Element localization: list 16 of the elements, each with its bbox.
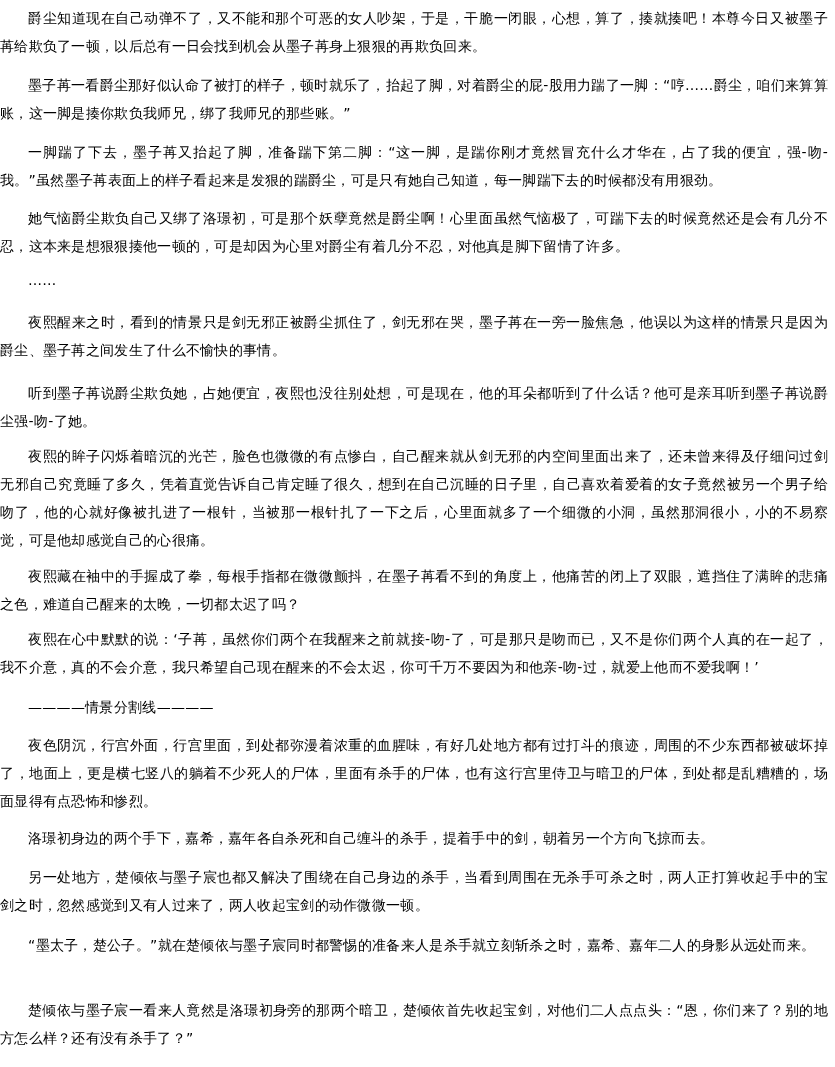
paragraph: 另一处地方，楚倾依与墨子宸也都又解决了围绕在自己身边的杀手，当看到周围在无杀手可杀之时，两人正打算收起手中的宝剑之时，忽然感觉到又有人过来了，两人收起宝剑的动作微微一顿。	[0, 868, 828, 915]
scene-divider-text: ————情景分割线————	[27, 698, 215, 717]
paragraph: 爵尘知道现在自己动弹不了，又不能和那个可恶的女人吵架，于是，干脆一闭眼，心想，算了，揍就揍吧！本尊今日又被墨子苒给欺负了一顿，以后总有一日会找到机会从墨子苒身上狠狠的再欺负回来。	[0, 9, 828, 56]
paragraph: 墨子苒一看爵尘那好似认命了被打的样子，顿时就乐了，抬起了脚，对着爵尘的屁-股用力踹了一脚：“哼……爵尘，咱们来算算账，这一脚是揍你欺负我师兄，绑了我师兄的那些账。”	[0, 76, 828, 123]
paragraph: 夜熙醒来之时，看到的情景只是剑无邪正被爵尘抓住了，剑无邪在哭，墨子苒在一旁一脸焦急，他误以为这样的情景只是因为爵尘、墨子苒之间发生了什么不愉快的事情。	[0, 313, 828, 360]
ellipsis-text: ……	[27, 271, 58, 290]
paragraph: 她气恼爵尘欺负自己又绑了洛璟初，可是那个妖孽竟然是爵尘啊！心里面虽然气恼极了，可踹下去的时候竟然还是会有几分不忍，这本来是想狠狠揍他一顿的，可是却因为心里对爵尘有着几分不忍，对他真是脚下留情了许多。	[0, 209, 828, 256]
paragraph: 夜熙在心中默默的说：‘子苒，虽然你们两个在我醒来之前就接-吻-了，可是那只是吻而已，又不是你们两个人真的在一起了，我不介意，真的不会介意，我只希望自己现在醒来的不会太迟，你可千万不要因为和他亲-吻-过，就爱上他而不爱我啊！’	[0, 630, 828, 677]
paragraph: 夜熙藏在袖中的手握成了拳，每根手指都在微微颤抖，在墨子苒看不到的角度上，他痛苦的闭上了双眼，遮挡住了满眸的悲痛之色，难道自己醒来的太晚，一切都太迟了吗？	[0, 567, 828, 614]
paragraph: 一脚踹了下去，墨子苒又抬起了脚，准备踹下第二脚：“这一脚，是踹你刚才竟然冒充什么才华在，占了我的便宜，强-吻-我。”虽然墨子苒表面上的样子看起来是发狠的踹爵尘，可是只有她自己知道，每一脚踹下去的时候都没有用狠劲。	[0, 143, 828, 190]
paragraph: 洛璟初身边的两个手下，嘉希，嘉年各自杀死和自己缠斗的杀手，提着手中的剑，朝着另一个方向飞掠而去。	[27, 829, 716, 848]
paragraph: 夜色阴沉，行宫外面，行宫里面，到处都弥漫着浓重的血腥味，有好几处地方都有过打斗的痕迹，周围的不少东西都被破坏掉了，地面上，更是横七竖八的躺着不少死人的尸体，里面有杀手的尸体，也有这行宫里侍卫与暗卫的尸体，到处都是乱糟糟的，场面显得有点恐怖和惨烈。	[0, 736, 828, 811]
paragraph: 楚倾依与墨子宸一看来人竟然是洛璟初身旁的那两个暗卫，楚倾依首先收起宝剑，对他们二人点点头：“恩，你们来了？别的地方怎么样？还有没有杀手了？”	[0, 1001, 828, 1048]
paragraph: 夜熙的眸子闪烁着暗沉的光芒，脸色也微微的有点惨白，自己醒来就从剑无邪的内空间里面出来了，还未曾来得及仔细问过剑无邪自己究竟睡了多久，凭着直觉告诉自己肯定睡了很久，想到在自己沉睡的日子里，自己喜欢着爱着的女子竟然被另一个男子给吻了，他的心就好像被扎进了一根针，当被那一根针扎了一下之后，心里面就多了一个细微的小洞，虽然那洞很小，小的不易察觉，可是他却感觉自己的心很痛。	[0, 447, 828, 550]
paragraph: 听到墨子苒说爵尘欺负她，占她便宜，夜熙也没往别处想，可是现在，他的耳朵都听到了什么话？他可是亲耳听到墨子苒说爵尘强-吻-了她。	[0, 384, 828, 431]
paragraph: “墨太子，楚公子。”就在楚倾依与墨子宸同时都警惕的准备来人是杀手就立刻斩杀之时，嘉希、嘉年二人的身影从远处而来。	[27, 936, 817, 955]
